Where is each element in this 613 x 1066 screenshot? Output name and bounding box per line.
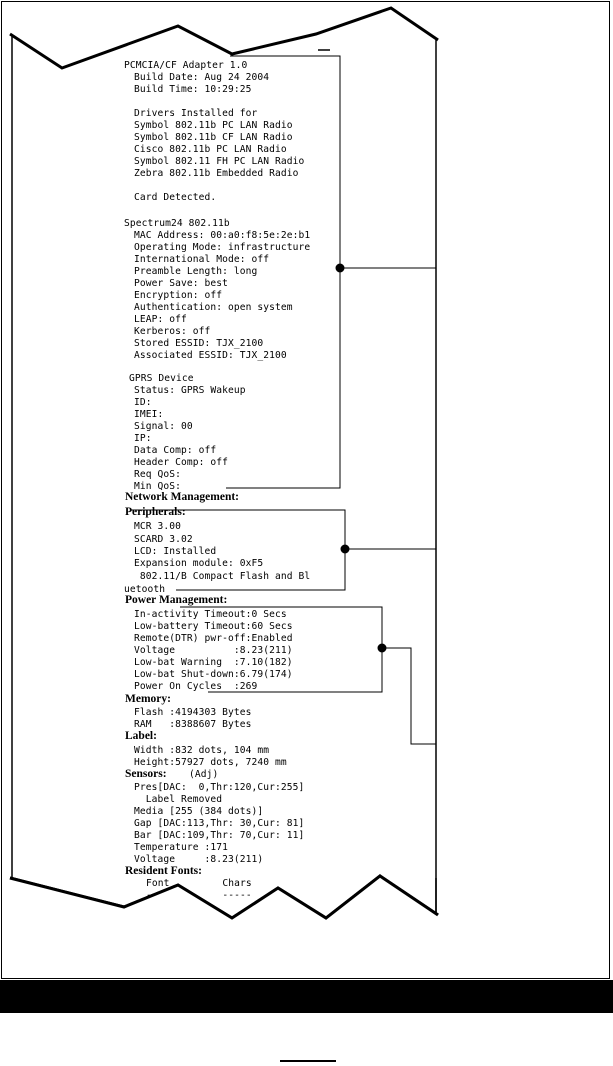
receipt-line: LCD: Installed	[134, 546, 217, 557]
memory-heading: Memory:	[125, 693, 171, 705]
receipt-line: Label Removed	[134, 794, 223, 805]
receipt-line: Kerberos: off	[134, 326, 211, 337]
receipt-line: Low-bat Warning :7.10(182)	[134, 657, 293, 668]
receipt-line: Power On Cycles :269	[134, 681, 258, 692]
receipt-line: LEAP: off	[134, 314, 187, 325]
receipt-line: Pres[DAC: 0,Thr:120,Cur:255]	[134, 782, 305, 793]
receipt-line: International Mode: off	[134, 254, 270, 265]
receipt-line: Remote(DTR) pwr-off:Enabled	[134, 633, 293, 644]
receipt-line: Min QoS:	[134, 481, 182, 492]
receipt-line: Build Time: 10:29:25	[134, 84, 252, 95]
network-management-heading: Network Management:	[125, 491, 240, 503]
receipt-line: Zebra 802.11b Embedded Radio	[134, 168, 299, 179]
receipt-line: MCR 3.00	[134, 521, 182, 532]
receipt-line: Build Date: Aug 24 2004	[134, 72, 270, 83]
peripherals-heading: Peripherals:	[125, 506, 186, 518]
receipt-line: Symbol 802.11b CF LAN Radio	[134, 132, 293, 143]
receipt-line: Voltage :8.23(211)	[134, 854, 264, 865]
resident-fonts-heading: Resident Fonts:	[125, 865, 202, 877]
receipt-line: Voltage :8.23(211)	[134, 645, 293, 656]
receipt-line: Drivers Installed for	[134, 108, 258, 119]
receipt-line: Temperature :171	[134, 842, 229, 853]
receipt-line: Symbol 802.11 FH PC LAN Radio	[134, 156, 305, 167]
label-heading: Label:	[125, 730, 157, 742]
receipt-line: IP:	[134, 433, 152, 444]
adapter-heading: PCMCIA/CF Adapter 1.0	[124, 60, 248, 71]
receipt-line: Font Chars	[146, 878, 252, 889]
receipt-line: Stored ESSID: TJX_2100	[134, 338, 264, 349]
receipt-line: RAM :8388607 Bytes	[134, 719, 252, 730]
receipt-line: Width :832 dots, 104 mm	[134, 745, 270, 756]
receipt-line: Operating Mode: infrastructure	[134, 242, 311, 253]
receipt-line: Card Detected.	[134, 192, 217, 203]
receipt-line: Signal: 00	[134, 421, 193, 432]
receipt-line: ---- -----	[146, 890, 252, 901]
receipt-line: Cisco 802.11b PC LAN Radio	[134, 144, 287, 155]
receipt-line: Flash :4194303 Bytes	[134, 707, 252, 718]
receipt-line: In-activity Timeout:0 Secs	[134, 609, 287, 620]
receipt-line: IMEI:	[134, 409, 164, 420]
gprs-heading: GPRS Device	[129, 373, 194, 384]
receipt-line: Status: GPRS Wakeup	[134, 385, 246, 396]
receipt-line: Encryption: off	[134, 290, 223, 301]
spectrum-heading: Spectrum24 802.11b	[124, 218, 230, 229]
receipt-line: Height:57927 dots, 7240 mm	[134, 757, 287, 768]
receipt-line: Expansion module: 0xF5	[134, 558, 264, 569]
receipt-line: Power Save: best	[134, 278, 229, 289]
receipt-line: MAC Address: 00:a0:f8:5e:2e:b1	[134, 230, 311, 241]
receipt-line: Header Comp: off	[134, 457, 229, 468]
callout-bracket-peripherals	[130, 509, 436, 591]
receipt-torn-top-edge	[9, 6, 439, 70]
receipt-line: Associated ESSID: TJX_2100	[134, 350, 287, 361]
receipt-line: Req QoS:	[134, 469, 182, 480]
sensors-heading-suffix: (Adj)	[189, 769, 219, 780]
receipt-line: Gap [DAC:113,Thr: 30,Cur: 81]	[134, 818, 305, 829]
receipt-paper	[10, 8, 438, 918]
receipt-line: Authentication: open system	[134, 302, 293, 313]
power-management-heading: Power Management:	[125, 594, 228, 606]
callout-bracket-network	[226, 55, 436, 489]
sensors-heading: Sensors:	[125, 768, 167, 780]
receipt-line: SCARD 3.02	[134, 534, 193, 545]
receipt-line: Preamble Length: long	[134, 266, 258, 277]
receipt-line: Low-battery Timeout:60 Secs	[134, 621, 293, 632]
receipt-line: Media [255 (384 dots)]	[134, 806, 264, 817]
receipt-line: Low-bat Shut-down:6.79(174)	[134, 669, 293, 680]
receipt-line: Symbol 802.11b PC LAN Radio	[134, 120, 293, 131]
receipt-line: uetooth	[124, 584, 166, 595]
receipt-line: Bar [DAC:109,Thr: 70,Cur: 11]	[134, 830, 305, 841]
callout-bracket-power	[180, 606, 436, 745]
receipt-line: Data Comp: off	[134, 445, 217, 456]
receipt-line: ID:	[134, 397, 152, 408]
receipt-line: 802.11/B Compact Flash and Bl	[134, 571, 311, 582]
footer-band	[0, 980, 613, 1013]
